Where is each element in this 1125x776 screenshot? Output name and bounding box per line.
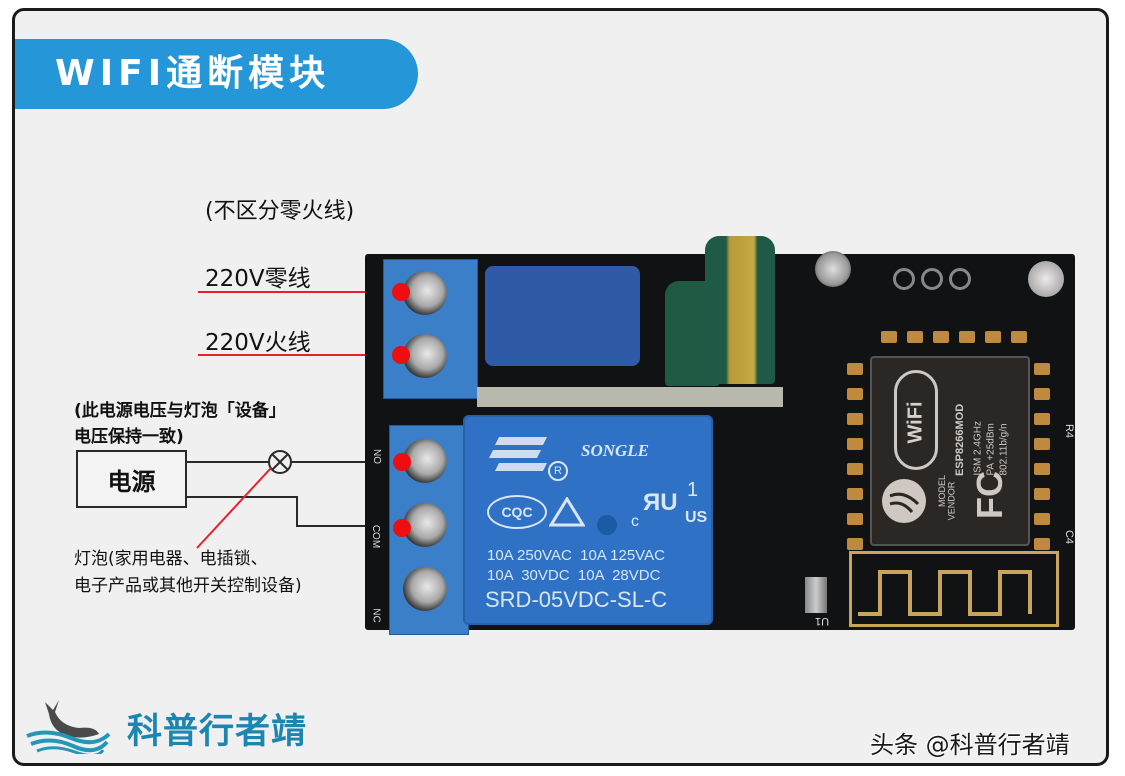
cqc-mark: CQC (487, 495, 547, 529)
wire-bottom-b (296, 496, 298, 526)
screw-live (403, 334, 447, 378)
esp-spec1: ISM 2.4GHz (972, 421, 984, 476)
no-marker-dot (393, 453, 411, 471)
vendor-label-vendor: VENDOR (946, 481, 957, 521)
pin-label-nc: NC (370, 608, 382, 623)
relay-pin-labels: NO COM NC (368, 449, 384, 623)
esp-spec3: 802.11b/g/n (998, 423, 1010, 476)
power-source-box: 电源 (76, 450, 187, 508)
screw-neutral (403, 271, 447, 315)
esp-pin (933, 331, 949, 343)
esp-pin (847, 413, 863, 425)
wire-top-left (187, 461, 269, 463)
esp-pin (847, 513, 863, 525)
esp-pin (907, 331, 923, 343)
r4-label: R4 (1063, 423, 1076, 439)
relay-rating-row2: 10A 30VDC 10A 28VDC (487, 567, 661, 584)
lamp-symbol-icon (268, 450, 292, 474)
esp-pin (847, 463, 863, 475)
triangle-cert-icon (549, 497, 585, 527)
header-pin-3 (949, 268, 971, 290)
esp-pin (1034, 463, 1050, 475)
power-source-label: 电源 (107, 467, 156, 496)
brand-name: 科普行者靖 (127, 712, 308, 752)
relay-center-hole (597, 515, 617, 535)
esp-pin (847, 388, 863, 400)
capacitor-round (815, 251, 851, 287)
esp-pin (959, 331, 975, 343)
ul-num: 1 (687, 479, 699, 501)
esp-pin (847, 363, 863, 375)
title-banner: WIFI通断模块 (15, 39, 418, 109)
header-pin-1 (893, 268, 915, 290)
page-title: WIFI通断模块 (55, 53, 331, 94)
esp-pin (1034, 363, 1050, 375)
header-pin-2 (921, 268, 943, 290)
esp-pin (847, 438, 863, 450)
neutral-label: 220V零线 (205, 266, 311, 292)
esp-pin (1011, 331, 1027, 343)
esp-pin (1034, 438, 1050, 450)
esp-pin (847, 488, 863, 500)
fcc-mark: FC (969, 471, 1010, 519)
registered-mark: R (548, 461, 568, 481)
neutral-marker-dot (392, 283, 410, 301)
esp-spec2: PA +25dBm (985, 423, 997, 476)
esp-pin (881, 331, 897, 343)
live-marker-dot (392, 346, 410, 364)
capacitor-electrolytic (705, 236, 775, 384)
esp-pin (847, 538, 863, 550)
esp-pin (1034, 388, 1050, 400)
u1-label: U1 (815, 615, 830, 627)
espressif-logo-icon (882, 479, 926, 523)
power-transformer (485, 266, 640, 366)
esp-pin (1034, 513, 1050, 525)
screw-nc (403, 567, 447, 611)
live-label: 220V火线 (205, 330, 311, 356)
status-led (1028, 261, 1064, 297)
ul-c: c (631, 513, 639, 530)
esp-pin (985, 331, 1001, 343)
relay-brand: SONGLE (581, 441, 650, 460)
esp-model: ESP8266MOD (954, 403, 966, 476)
pin-label-no: NO (370, 449, 382, 464)
neutral-pointer-line (198, 291, 408, 293)
wire-bottom-c (296, 525, 396, 527)
voltage-note-line2: 电压保持一致) (74, 427, 184, 447)
watermark: 头条 @科普行者靖 (870, 731, 1070, 759)
songle-logo-icon (489, 437, 547, 471)
relay: R SONGLE CQC c ЯU 1 US 10A 250VAC 10A 12… (463, 415, 713, 625)
no-polarity-note: (不区分零火线) (205, 199, 355, 224)
relay-rating-row1: 10A 250VAC 10A 125VAC (487, 547, 665, 564)
ul-mark: ЯU (643, 489, 678, 516)
wire-top-right (291, 461, 395, 463)
esp-pin (1034, 413, 1050, 425)
wifi-logo-icon: WiFi (894, 370, 938, 470)
lamp-note-line1: 灯泡(家用电器、电插锁、 (74, 549, 268, 569)
whale-logo-icon (26, 700, 111, 754)
esp-pin (1034, 538, 1050, 550)
pcb-antenna (849, 551, 1059, 627)
voltage-note-line1: (此电源电压与灯泡「设备」 (74, 401, 286, 421)
live-pointer-line (198, 354, 408, 356)
esp8266-module: WiFi ESP8266MOD ISM 2.4GHz PA +25dBm 802… (870, 356, 1030, 546)
antenna-trace-icon (858, 570, 1032, 616)
relay-model: SRD-05VDC-SL-C (485, 587, 668, 612)
lamp-note-line2: 电子产品或其他开关控制设备) (74, 576, 302, 596)
power-module-board (477, 387, 783, 407)
esp-pin (1034, 488, 1050, 500)
pin-label-com: COM (370, 524, 382, 548)
wire-bottom-a (187, 496, 297, 498)
diode-u1 (805, 577, 827, 613)
frame: WIFI通断模块 (不区分零火线) 220V零线 220V火线 (此电源电压与灯… (12, 8, 1109, 766)
com-marker-dot (393, 519, 411, 537)
c4-label: C4 (1063, 529, 1076, 545)
ul-us: US (685, 509, 708, 526)
lamp-pointer-line (196, 467, 272, 549)
